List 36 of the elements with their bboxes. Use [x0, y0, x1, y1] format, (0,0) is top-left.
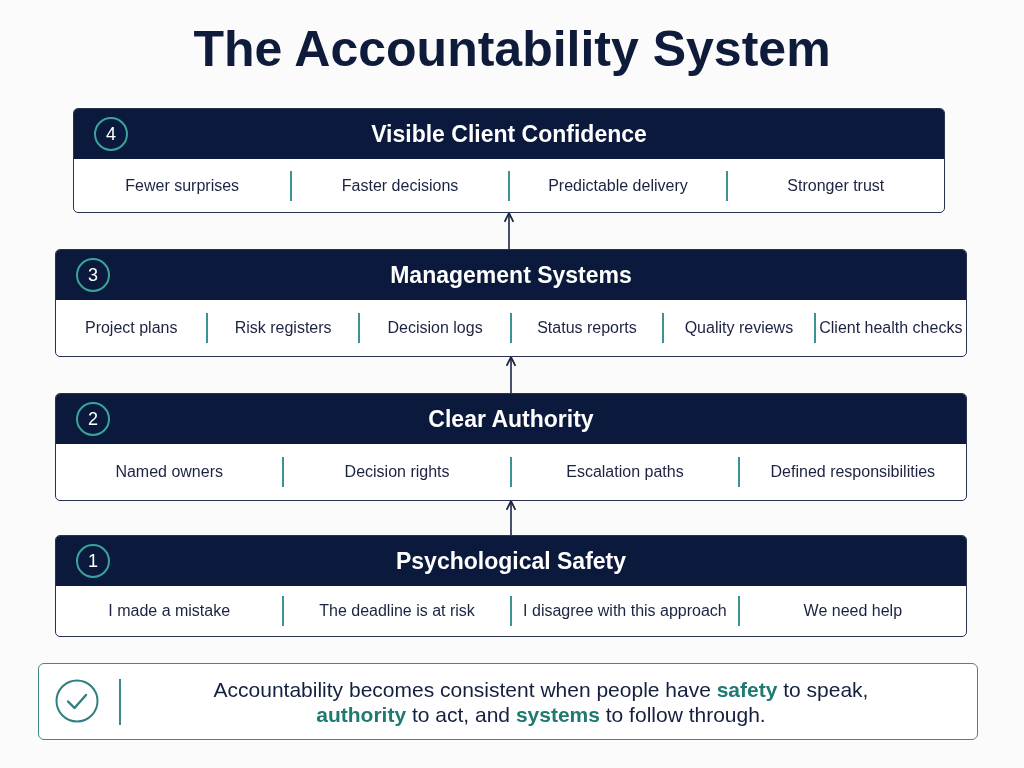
layer-heading: Visible Client Confidence [371, 120, 647, 149]
summary-text: Accountability becomes consistent when people have safety to speak, authority to act, and systems to follow through. [212, 676, 870, 727]
diagram-title: The Accountability System [193, 22, 831, 77]
item-label: I disagree with this approach [523, 602, 727, 619]
layer-box [55, 393, 967, 501]
arrow [503, 212, 515, 250]
arrow [505, 500, 517, 536]
layer-box [55, 535, 967, 637]
layer-heading: Clear Authority [428, 405, 594, 434]
item-label: Quality reviews [684, 319, 794, 336]
item-label: I made a mistake [108, 602, 231, 619]
arrow [505, 356, 517, 394]
layer-box [73, 108, 945, 213]
summary-box [38, 663, 978, 740]
item-label: Fewer surprises [125, 176, 240, 194]
item-label: Faster decisions [341, 176, 459, 194]
item-label: Decision rights [344, 463, 450, 480]
layer-box [55, 249, 967, 357]
item-label: Stronger trust [787, 176, 885, 194]
item-label: Decision logs [387, 319, 483, 336]
item-label: The deadline is at risk [319, 602, 475, 619]
number-circle: 3 [76, 258, 110, 292]
number-circle: 1 [76, 544, 110, 578]
item-label: Predictable delivery [548, 176, 688, 194]
number-circle: 2 [76, 402, 110, 436]
item-label: We need help [803, 602, 903, 619]
item-label: Status reports [537, 319, 637, 336]
number-circle: 4 [94, 117, 128, 151]
item-label: Client health checks [819, 319, 963, 336]
item-label: Project plans [84, 319, 178, 336]
item-label: Risk registers [234, 319, 332, 336]
layer-heading: Management Systems [390, 261, 632, 290]
layer-heading: Psychological Safety [395, 547, 627, 576]
item-label: Escalation paths [566, 463, 684, 480]
item-label: Defined responsibilities [770, 463, 936, 480]
item-label: Named owners [115, 463, 223, 480]
